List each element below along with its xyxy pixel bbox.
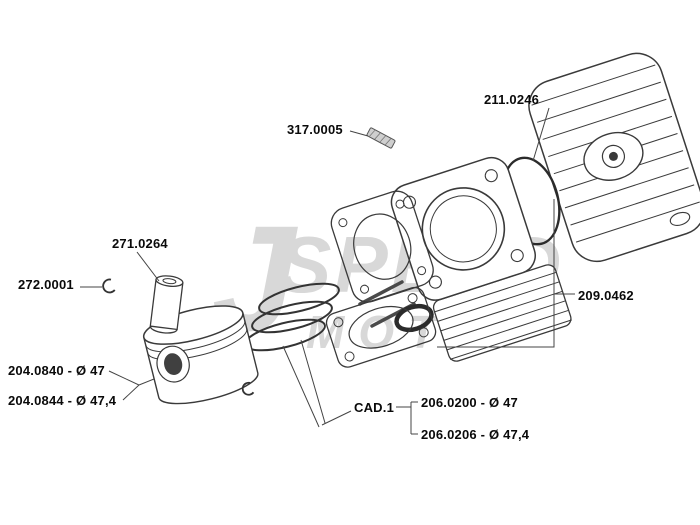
dowel-pin [366,127,396,149]
label-gasket-set: 209.0462 [578,288,634,303]
leader-rings [282,339,352,428]
label-cad: CAD.1 [354,400,395,415]
leader-lines [80,107,575,435]
wrist-pin [149,275,184,334]
label-oring: 211.0246 [484,92,540,107]
leader-oring [532,107,550,162]
cylinder [390,156,572,362]
label-piston-474: 204.0844 - Ø 47,4 [8,393,117,408]
leader-wrist-pin [136,251,160,282]
circlip-left [102,278,116,294]
label-dowel: 317.0005 [287,122,343,137]
leader-cad-bracket [396,401,418,435]
label-wrist-pin: 271.0264 [112,236,168,251]
base-gasket [325,286,437,368]
leader-piston [108,370,155,401]
cylinder-head [528,52,700,263]
label-rings-47: 206.0200 - Ø 47 [421,395,518,410]
exhaust-spacer [394,303,434,333]
label-circlip: 272.0001 [18,277,74,292]
head-gasket [330,190,434,303]
piston [142,305,259,405]
label-piston-47: 204.0840 - Ø 47 [8,363,105,378]
circlip-right [241,381,255,396]
label-rings-474: 206.0206 - Ø 47,4 [421,427,530,442]
leader-gasket-set [437,199,575,348]
leader-dowel [349,130,369,137]
